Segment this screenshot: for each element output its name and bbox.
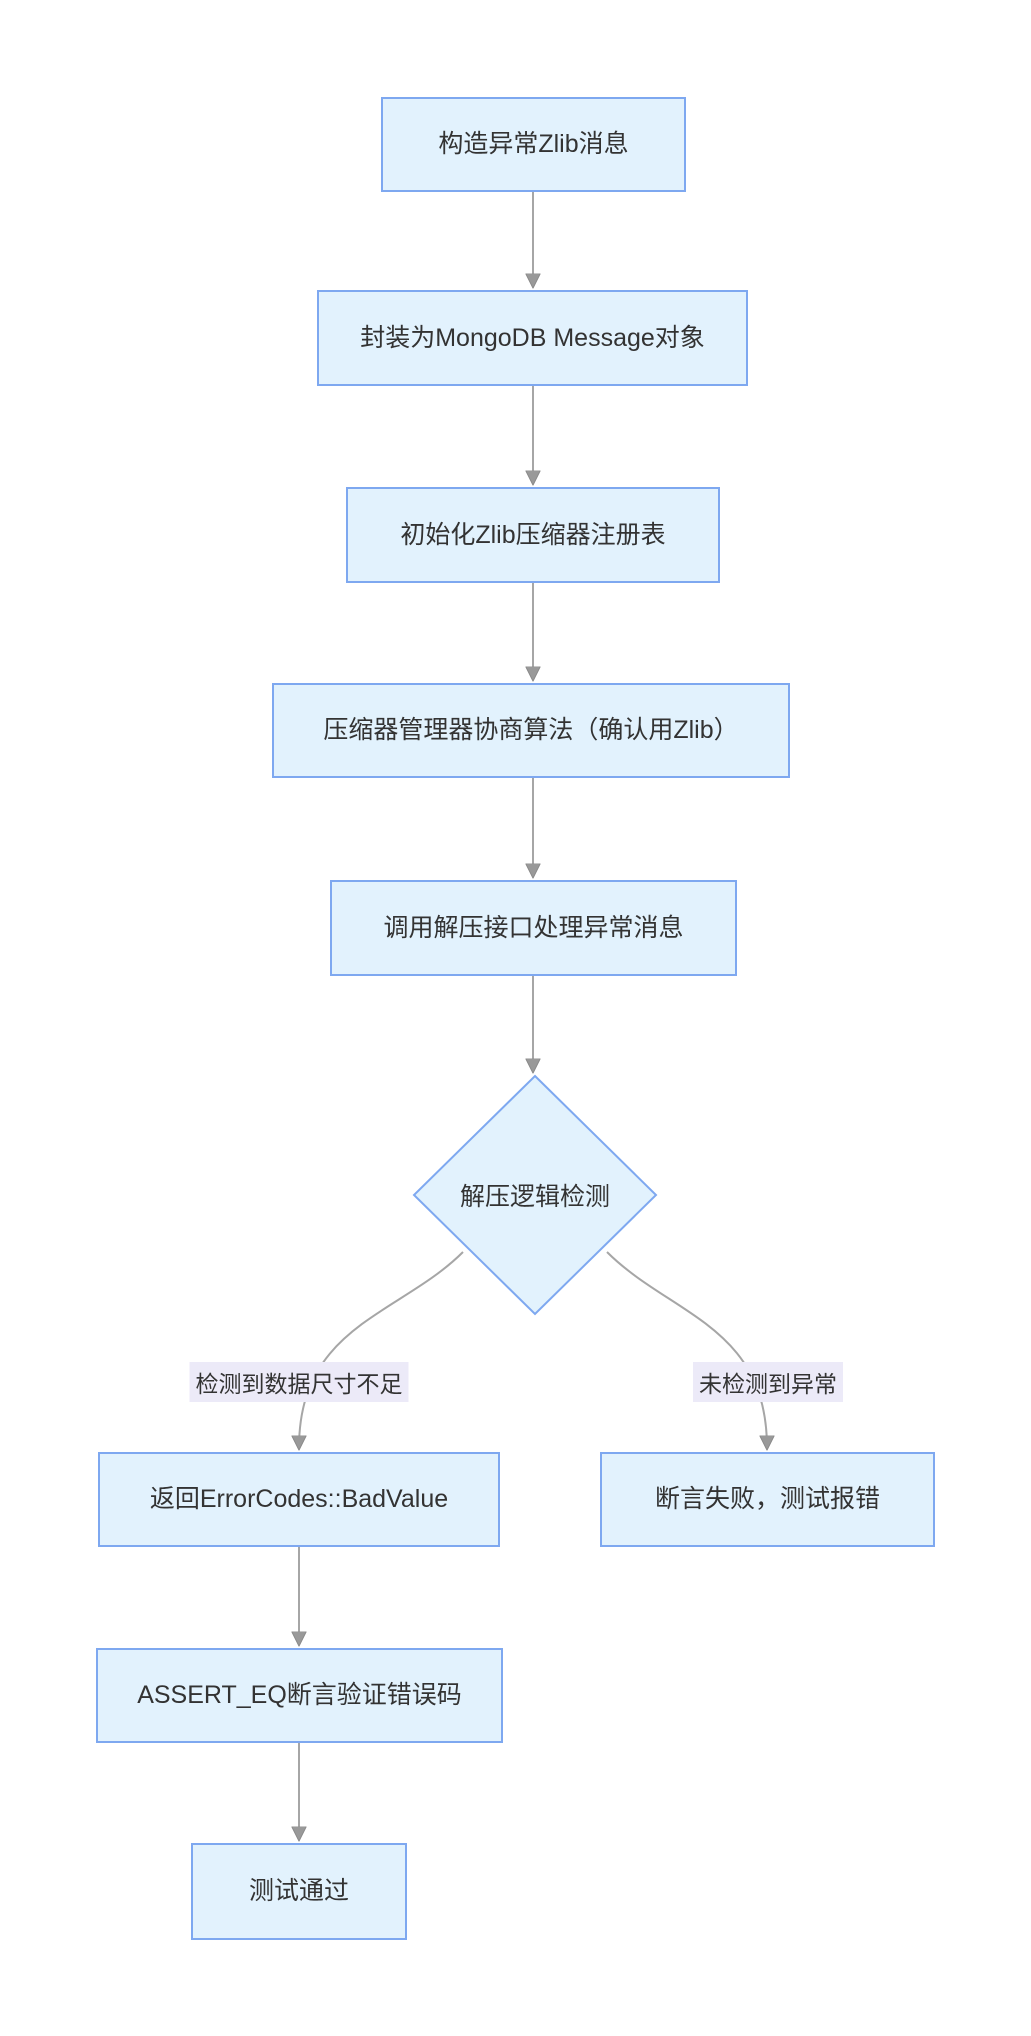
node-return-badvalue: 返回ErrorCodes::BadValue <box>98 1452 500 1547</box>
edge-decision-to-badvalue <box>299 1251 464 1448</box>
edge-label-no-exception: 未检测到异常 <box>693 1362 843 1402</box>
node-assert-eq-verify: ASSERT_EQ断言验证错误码 <box>96 1648 503 1743</box>
node-init-registry: 初始化Zlib压缩器注册表 <box>346 487 720 583</box>
node-decision-label: 解压逻辑检测 <box>459 1183 611 1211</box>
edge-decision-to-assertfail <box>606 1251 767 1448</box>
decision-diamond-shape <box>412 1074 658 1316</box>
node-test-pass: 测试通过 <box>191 1843 407 1940</box>
node-negotiate-algorithm: 压缩器管理器协商算法（确认用Zlib） <box>272 683 790 778</box>
node-wrap-message: 封装为MongoDB Message对象 <box>317 290 748 386</box>
node-construct-message: 构造异常Zlib消息 <box>381 97 686 192</box>
edge-label-size-insufficient: 检测到数据尺寸不足 <box>189 1362 409 1402</box>
node-call-decompress: 调用解压接口处理异常消息 <box>330 880 737 976</box>
node-assert-failure: 断言失败，测试报错 <box>600 1452 935 1547</box>
